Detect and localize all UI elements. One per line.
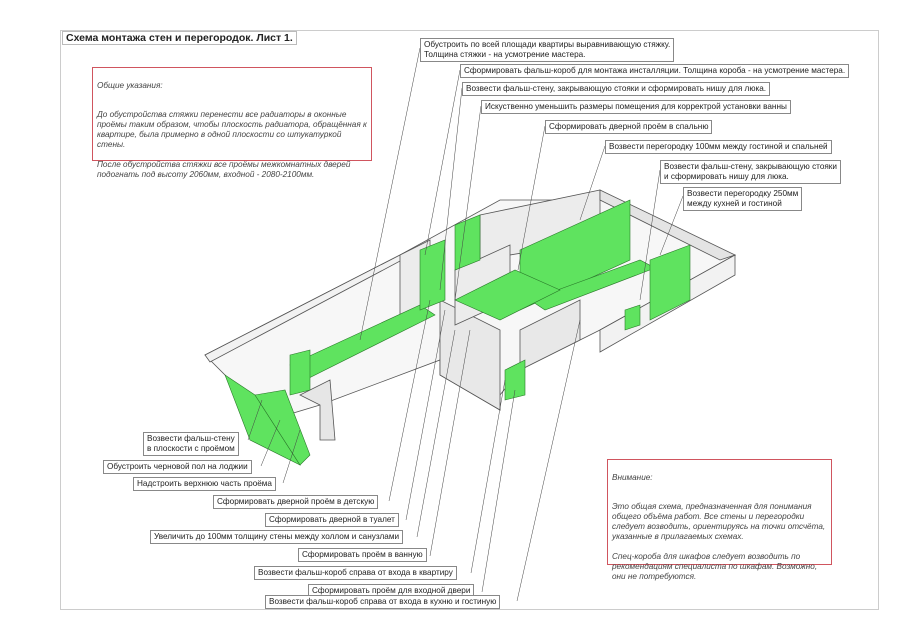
- callout-entrance-door: Сформировать проём для входной двери: [308, 584, 475, 598]
- callout-false-wall-risers: Возвести фальш-стену, закрывающую стояки…: [462, 82, 771, 96]
- wall-kitchen: [519, 299, 581, 371]
- callout-opening-top: Надстроить верхнюю часть проёма: [133, 477, 276, 491]
- callout-bathroom-opening: Сформировать проём в ванную: [298, 548, 427, 562]
- wall-corridor: [439, 299, 501, 411]
- general-notes-heading: Общие указания:: [97, 81, 163, 90]
- leader-lines: [247, 47, 684, 602]
- attention-box: Внимание: Это общая схема, предназначенн…: [607, 459, 832, 581]
- callout-installation-box: Сформировать фальш-короб для монтажа инс…: [460, 64, 850, 78]
- callout-false-wall-opening: Возвести фальш-стену в плоскости с проём…: [143, 432, 239, 456]
- new-wall-bath: [419, 239, 446, 311]
- wall-block: [299, 379, 336, 441]
- general-notes-text: До обустройства стяжки перенести все рад…: [97, 110, 367, 179]
- sheet-border: [60, 30, 879, 610]
- attention-heading: Внимание:: [612, 473, 653, 482]
- callout-partition-250: Возвести перегородку 250мм между кухней …: [683, 187, 803, 211]
- wall-room-right: [599, 189, 737, 261]
- callout-loggia-floor: Обустроить черновой пол на лоджии: [103, 460, 252, 474]
- callout-toilet-door: Сформировать дверной в туалет: [265, 513, 399, 527]
- general-notes-box: Общие указания: До обустройства стяжки п…: [92, 67, 372, 179]
- callout-partition-100: Возвести перегородку 100мм между гостино…: [605, 140, 832, 154]
- callout-entrance-box: Возвести фальш-короб справа от входа в к…: [254, 566, 457, 580]
- new-entrance-box: [504, 359, 526, 401]
- callout-kitchen-box: Возвести фальш-короб справа от входа в к…: [265, 595, 501, 609]
- new-hall-floor: [454, 269, 561, 321]
- new-false-box-2: [289, 349, 311, 396]
- callout-false-wall-risers-2: Возвести фальш-стену, закрывающую стояки…: [660, 160, 841, 184]
- attention-text: Это общая схема, предназначенная для пон…: [612, 502, 826, 581]
- callout-screed: Обустроить по всей площади квартиры выра…: [420, 38, 675, 62]
- callout-kids-door: Сформировать дверной проём в детскую: [213, 495, 379, 509]
- new-false-box: [454, 214, 481, 271]
- callout-hall-wall: Увеличить до 100мм толщину стены между х…: [150, 530, 404, 544]
- new-loggia-floor: [254, 389, 311, 466]
- callout-bedroom-door: Сформировать дверной проём в спальню: [545, 120, 713, 134]
- new-partition-kitchen: [649, 244, 691, 321]
- page-title: Схема монтажа стен и перегородок. Лист 1…: [62, 31, 297, 45]
- callout-reduce-bathroom: Искуственно уменьшить размеры помещения …: [481, 100, 791, 114]
- new-box-kitchen: [624, 304, 641, 331]
